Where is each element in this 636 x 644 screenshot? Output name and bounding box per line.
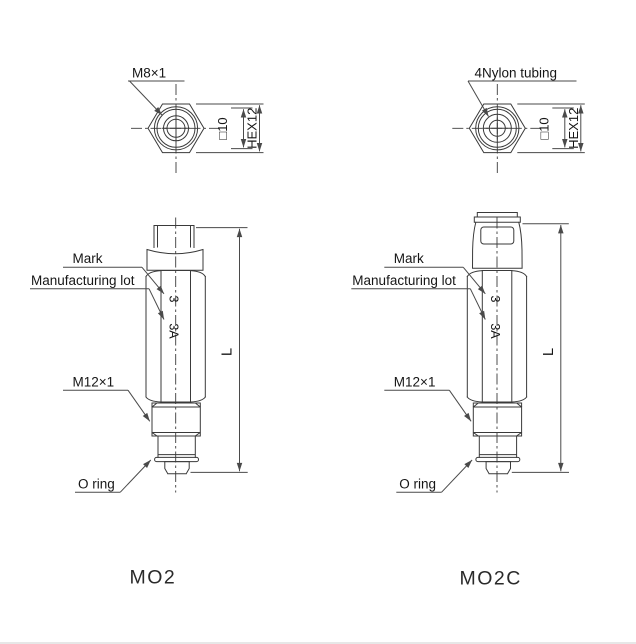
o-ring-label: O ring [78,476,115,491]
model-caption-mo2c: MO2C [460,568,522,590]
mo2-port-leader [129,80,163,116]
mo2c-sleeve [471,221,523,269]
mo2c-port-leader [467,80,489,117]
page-bottom-edge [0,642,636,644]
hex-dim-label: HEX12 [566,108,581,149]
model-caption-mo2: MO2 [130,567,177,589]
thread-size-label: M8×1 [132,66,166,81]
bottom-thread-label: M12×1 [394,374,436,389]
mo2c-release-cap [473,212,521,223]
length-dim-label: L [541,348,557,356]
square-dim-label: □10 [536,117,551,139]
mo2c-tube-hole-circle [488,119,506,137]
length-dim-label: L [220,348,236,356]
mo2c-drawing: 4Nylon tubing □10 HEX12 Mark Manufacturi… [351,66,585,590]
lot-stamp: 3A [488,323,502,339]
mo2-port-hole-circle [166,118,186,138]
o-ring-label: O ring [399,476,436,491]
lot-stamp: 3A [167,323,181,339]
manufacturing-lot-label: Manufacturing lot [31,273,135,288]
mo2-drawing: M8×1 □10 HEX12 Mark Manufacturing lot 3 … [30,66,264,589]
mark-label: Mark [73,251,103,266]
mark-label: Mark [394,251,424,266]
mo2-port-bore-circle [163,115,189,142]
mark-stamp: 3 [488,296,502,303]
manufacturing-lot-label: Manufacturing lot [352,273,456,288]
mo2c-collet-circle [482,113,512,143]
bottom-thread-label: M12×1 [73,374,115,389]
mark-stamp: 3 [167,296,181,303]
mo2-collar [146,248,204,271]
tubing-label: 4Nylon tubing [475,66,558,81]
square-dim-label: □10 [215,117,230,139]
mo2-stud [153,225,195,248]
hex-dim-label: HEX12 [245,108,260,149]
